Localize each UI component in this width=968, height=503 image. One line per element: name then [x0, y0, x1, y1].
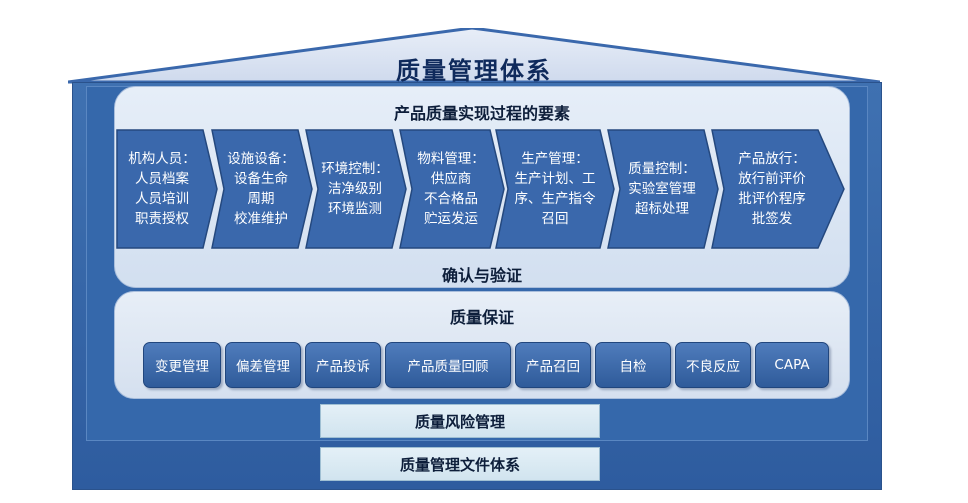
chevron-environment: 环境控制： 洁净级别 环境监测 — [305, 129, 407, 249]
chevron-facilities-text: 设施设备： 设备生命 周期 校准维护 — [227, 151, 295, 227]
qa-product-recall: 产品召回 — [515, 342, 591, 388]
chevron-materials: 物料管理： 供应商 不合格品 贮运发运 — [399, 129, 505, 249]
realization-title: 产品质量实现过程的要素 — [393, 104, 570, 123]
chevron-release-text: 产品放行： 放行前评价 批评价程序 批签发 — [738, 151, 806, 227]
risk-management-bar: 质量风险管理 — [320, 404, 600, 438]
qa-self-inspection: 自检 — [595, 342, 671, 388]
chevron-materials-text: 物料管理： 供应商 不合格品 贮运发运 — [417, 151, 485, 227]
chevron-personnel-text: 机构人员： 人员档案 人员培训 职责授权 — [128, 151, 196, 227]
qa-capa: CAPA — [755, 342, 829, 388]
validation-label: 确认与验证 — [441, 266, 522, 285]
chevron-quality-control: 质量控制： 实验室管理 超标处理 — [607, 129, 719, 249]
qa-deviation-management: 偏差管理 — [225, 342, 301, 388]
chevron-environment-text: 环境控制： 洁净级别 环境监测 — [321, 161, 389, 217]
house-title: 质量管理体系 — [396, 57, 552, 85]
qa-change-management: 变更管理 — [143, 342, 221, 388]
qa-adverse-reactions: 不良反应 — [675, 342, 751, 388]
documentation-system-bar: 质量管理文件体系 — [320, 447, 600, 481]
chevron-facilities: 设施设备： 设备生命 周期 校准维护 — [211, 129, 313, 249]
chevron-personnel: 机构人员： 人员档案 人员培训 职责授权 — [116, 129, 218, 249]
chevron-quality-control-text: 质量控制： 实验室管理 超标处理 — [628, 161, 696, 217]
qa-product-complaints: 产品投诉 — [305, 342, 381, 388]
chevron-production: 生产管理： 生产计划、工 序、生产指令 召回 — [495, 129, 615, 249]
qa-quality-review: 产品质量回顾 — [385, 342, 511, 388]
chevron-production-text: 生产管理： 生产计划、工 序、生产指令 召回 — [514, 151, 596, 227]
chevron-release: 产品放行： 放行前评价 批评价程序 批签发 — [711, 129, 845, 249]
assurance-title: 质量保证 — [449, 308, 514, 327]
